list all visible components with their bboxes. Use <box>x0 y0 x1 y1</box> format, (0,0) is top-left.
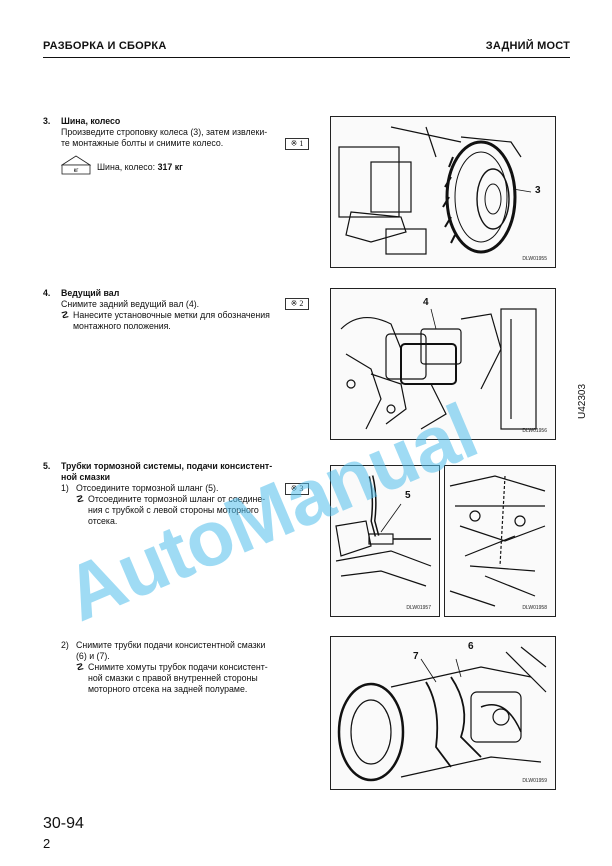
step-5-2: 2) Снимите трубки подачи консистентной с… <box>43 640 309 695</box>
figure-code: DLW01957 <box>406 605 431 611</box>
note-line: Нанесите установочные метки для обозначе… <box>73 310 270 320</box>
step-title-cont: ной смазки <box>61 472 111 482</box>
substep-text: (6) и (7). <box>76 651 110 661</box>
figure-code: DLW01958 <box>522 605 547 611</box>
figure-wheel-removal: 3 DLW01955 <box>330 116 556 268</box>
step-text-line: Снимите задний ведущий вал (4). <box>61 299 200 309</box>
figure-frame-detail: DLW01958 <box>444 465 556 617</box>
step-number: 5. <box>43 461 51 471</box>
chapter-header: ЗАДНИЙ МОСТ <box>485 40 570 52</box>
callout-4: 4 <box>423 297 429 308</box>
step-number: 4. <box>43 288 51 298</box>
weight-icon: кг <box>61 155 91 175</box>
figure-code: DLW01959 <box>522 778 547 784</box>
figure-brake-hose: 5 DLW01957 <box>330 465 440 617</box>
figure-grease-tubes: 6 7 DLW01959 <box>330 636 556 790</box>
weight-value: 317 кг <box>157 162 183 172</box>
callout-6: 6 <box>468 641 474 652</box>
grease-tubes-illustration <box>337 646 547 782</box>
substep-text: Отсоедините тормозной шланг (5). <box>76 483 219 493</box>
step-title: Ведущий вал <box>61 288 120 298</box>
frame-detail-illustration <box>449 475 546 607</box>
drive-shaft-illustration <box>340 308 537 430</box>
caution-note: ☡ Отсоедините тормозной шланг от соедине… <box>76 494 309 527</box>
brake-hose-illustration <box>335 475 432 587</box>
substep-text: Снимите трубки подачи консистентной смаз… <box>76 640 266 650</box>
step-text-line: Произведите строповку колеса (3), затем … <box>61 127 268 137</box>
weight-spec: кг Шина, колесо: 317 кг <box>61 155 309 177</box>
step-title: Трубки тормозной системы, подачи консист… <box>61 461 273 471</box>
reference-mark: ※ 1 <box>285 138 309 150</box>
caution-note: ☡ Нанесите установочные метки для обозна… <box>61 310 309 332</box>
callout-7: 7 <box>413 651 419 662</box>
figure-drive-shaft: 4 DLW01956 <box>330 288 556 440</box>
reference-mark: ※ 3 <box>285 483 309 495</box>
substep-1: 1) Отсоедините тормозной шланг (5). ☡ От… <box>61 483 309 527</box>
caution-icon: ☡ <box>76 662 84 672</box>
caution-icon: ☡ <box>61 310 69 320</box>
step-4: 4. Ведущий вал Снимите задний ведущий ва… <box>43 288 309 332</box>
reference-mark: ※ 2 <box>285 298 309 310</box>
wheel-illustration <box>338 126 532 255</box>
figure-code: DLW01956 <box>522 428 547 434</box>
page-subnumber: 2 <box>43 836 51 851</box>
header-rule <box>43 57 570 58</box>
section-header: РАЗБОРКА И СБОРКА <box>43 40 167 52</box>
note-line: ной смазки с правой внутренней стороны <box>88 673 258 683</box>
note-line: моторного отсека на задней полураме. <box>88 684 248 694</box>
note-line: отсека. <box>88 516 118 526</box>
weight-label: Шина, колесо: <box>97 162 156 172</box>
step-number: 3. <box>43 116 51 126</box>
figure-code: DLW01955 <box>522 256 547 262</box>
weight-icon-unit: кг <box>74 168 80 174</box>
step-3: 3. Шина, колесо Произведите строповку ко… <box>43 116 309 177</box>
callout-5: 5 <box>405 490 411 501</box>
step-5: 5. Трубки тормозной системы, подачи конс… <box>43 461 309 527</box>
caution-icon: ☡ <box>76 494 84 504</box>
step-title: Шина, колесо <box>61 116 121 126</box>
note-line: Отсоедините тормозной шланг от соедине- <box>88 494 266 504</box>
substep-number: 2) <box>61 640 69 650</box>
page-number: 30-94 <box>43 815 84 832</box>
caution-note: ☡ Снимите хомуты трубок подачи консистен… <box>76 662 309 695</box>
note-line: Снимите хомуты трубок подачи консистент- <box>88 662 268 672</box>
note-line: монтажного положения. <box>73 321 171 331</box>
document-code: U42303 <box>577 383 588 419</box>
substep-number: 1) <box>61 483 69 493</box>
callout-3: 3 <box>535 185 541 196</box>
step-text-line: те монтажные болты и снимите колесо. <box>61 138 224 148</box>
note-line: ния с трубкой с левой стороны моторного <box>88 505 259 515</box>
